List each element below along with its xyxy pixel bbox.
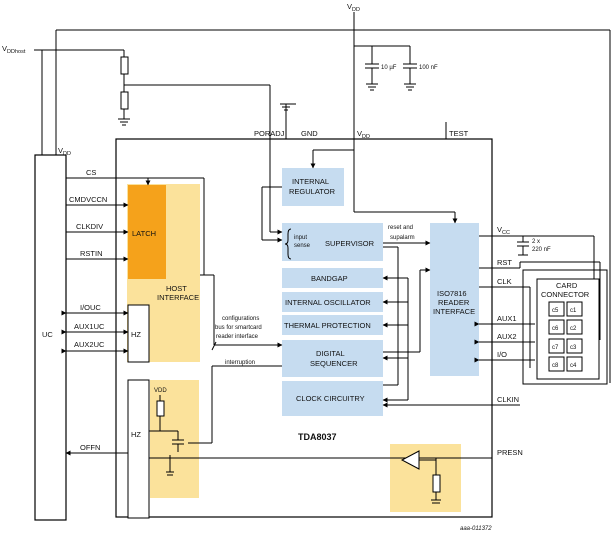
local-pullup-resistor bbox=[156, 400, 165, 417]
clkin-label: CLKIN bbox=[497, 395, 519, 404]
vdd-chip-label: VDD bbox=[357, 129, 370, 140]
contact-c6 bbox=[548, 319, 565, 335]
latch-block bbox=[128, 185, 166, 279]
input-sense-label-1: input bbox=[294, 235, 307, 241]
clkdiv-label: CLKDIV bbox=[76, 222, 103, 231]
figure-id-label: aaa-011372 bbox=[460, 526, 492, 532]
reset-label-1: reset and bbox=[388, 225, 413, 231]
contact-c4-label: c4 bbox=[570, 363, 577, 369]
internal-regulator-block bbox=[282, 168, 344, 206]
presn-label: PRESN bbox=[497, 448, 523, 457]
clk-label: CLK bbox=[497, 277, 512, 286]
thermal-protection-block bbox=[282, 315, 383, 335]
sequencer-label-1: DIGITAL bbox=[316, 349, 345, 358]
clock-circuitry-block bbox=[282, 381, 383, 416]
pullup-resistor-1 bbox=[120, 56, 129, 75]
host-interface-label-1: HOST bbox=[166, 284, 187, 293]
contact-c6-label: c6 bbox=[552, 326, 559, 332]
internal-oscillator-block bbox=[282, 292, 383, 312]
oscillator-label: INTERNAL OSCILLATOR bbox=[285, 298, 371, 307]
contact-c1-label: c1 bbox=[570, 308, 577, 314]
presn-resistor bbox=[432, 474, 441, 493]
config-label-1: configurations bbox=[222, 316, 259, 322]
aux1-label: AUX1 bbox=[497, 314, 517, 323]
interruption-label: interruption bbox=[225, 360, 255, 366]
offn-circuit-area bbox=[150, 380, 199, 498]
contact-c3-label: c3 bbox=[570, 345, 577, 351]
rstin-label: RSTIN bbox=[80, 249, 103, 258]
tda8037-chip-outline bbox=[115, 138, 493, 518]
uc-block bbox=[34, 154, 67, 521]
latch-label: LATCH bbox=[132, 229, 156, 238]
cap-220nf-label: 220 nF bbox=[532, 247, 551, 253]
vddhost-label: VDDhost bbox=[2, 44, 26, 55]
sequencer-label-2: SEQUENCER bbox=[310, 359, 358, 368]
card-label-1: CARD bbox=[556, 281, 578, 290]
iouc-label: I/OUC bbox=[80, 303, 101, 312]
contact-c2 bbox=[566, 319, 583, 335]
contact-c8 bbox=[548, 356, 565, 372]
bandgap-block bbox=[282, 268, 383, 288]
offn-label: OFFN bbox=[80, 443, 100, 452]
poradj-label: PORADJ bbox=[254, 129, 285, 138]
digital-sequencer-block bbox=[282, 340, 383, 377]
card-label-2: CONNECTOR bbox=[541, 290, 590, 299]
regulator-label-1: INTERNAL bbox=[292, 177, 329, 186]
chip-name-label: TDA8037 bbox=[298, 432, 337, 442]
cap-10uf-label: 10 µF bbox=[381, 65, 397, 71]
iso-label-3: INTERFACE bbox=[433, 307, 475, 316]
input-sense-label-2: sense bbox=[294, 243, 311, 249]
test-label: TEST bbox=[449, 129, 469, 138]
io-label: I/O bbox=[497, 350, 507, 359]
gnd-label: GND bbox=[301, 129, 318, 138]
bandgap-label: BANDGAP bbox=[311, 274, 348, 283]
card-contacts: c5 c1 c6 c2 c7 c3 c8 c4 bbox=[548, 301, 583, 372]
reset-label-2: supalarm bbox=[390, 235, 415, 241]
vdd-top-label: VDD bbox=[347, 2, 360, 13]
hz-bottom-label: HZ bbox=[131, 430, 141, 439]
thermal-label: THERMAL PROTECTION bbox=[284, 321, 371, 330]
contact-c1 bbox=[566, 301, 583, 317]
aux2uc-label: AUX2UC bbox=[74, 340, 105, 349]
hz-top-label: HZ bbox=[131, 330, 141, 339]
aux1uc-label: AUX1UC bbox=[74, 322, 105, 331]
iso-label-1: ISO7816 bbox=[437, 289, 467, 298]
contact-c7 bbox=[548, 338, 565, 354]
hz-bottom-box bbox=[127, 379, 150, 519]
contact-c5-label: c5 bbox=[552, 308, 559, 314]
rst-label: RST bbox=[497, 258, 512, 267]
vdd-uc-label: VDD bbox=[58, 146, 71, 157]
vdd-local-label: VDD bbox=[154, 388, 167, 394]
pullup-resistor-2 bbox=[120, 91, 129, 110]
contact-c4 bbox=[566, 356, 583, 372]
clock-label: CLOCK CIRCUITRY bbox=[296, 394, 365, 403]
presn-circuit-area bbox=[390, 444, 461, 512]
config-label-2: bus for smartcard bbox=[215, 325, 262, 331]
cs-label: CS bbox=[86, 168, 96, 177]
cap-100nf-label: 100 nF bbox=[419, 65, 438, 71]
uc-label: UC bbox=[42, 330, 53, 339]
supervisor-label: SUPERVISOR bbox=[325, 239, 375, 248]
contact-c3 bbox=[566, 338, 583, 354]
contact-c2-label: c2 bbox=[570, 326, 577, 332]
contact-c7-label: c7 bbox=[552, 345, 559, 351]
card-connector-outline bbox=[522, 269, 608, 385]
vcc-label: VCC bbox=[497, 225, 510, 236]
host-interface-label-2: INTERFACE bbox=[157, 293, 199, 302]
contact-c5 bbox=[548, 301, 565, 317]
aux2-label: AUX2 bbox=[497, 332, 517, 341]
regulator-label-2: REGULATOR bbox=[289, 187, 336, 196]
iso-label-2: READER bbox=[438, 298, 470, 307]
contact-c8-label: c8 bbox=[552, 363, 559, 369]
cmdvccn-label: CMDVCCN bbox=[69, 195, 107, 204]
iso7816-block bbox=[430, 223, 479, 376]
cap-2x-label: 2 x bbox=[532, 239, 540, 245]
config-label-3: reader interface bbox=[216, 334, 259, 340]
supervisor-block bbox=[282, 223, 383, 261]
